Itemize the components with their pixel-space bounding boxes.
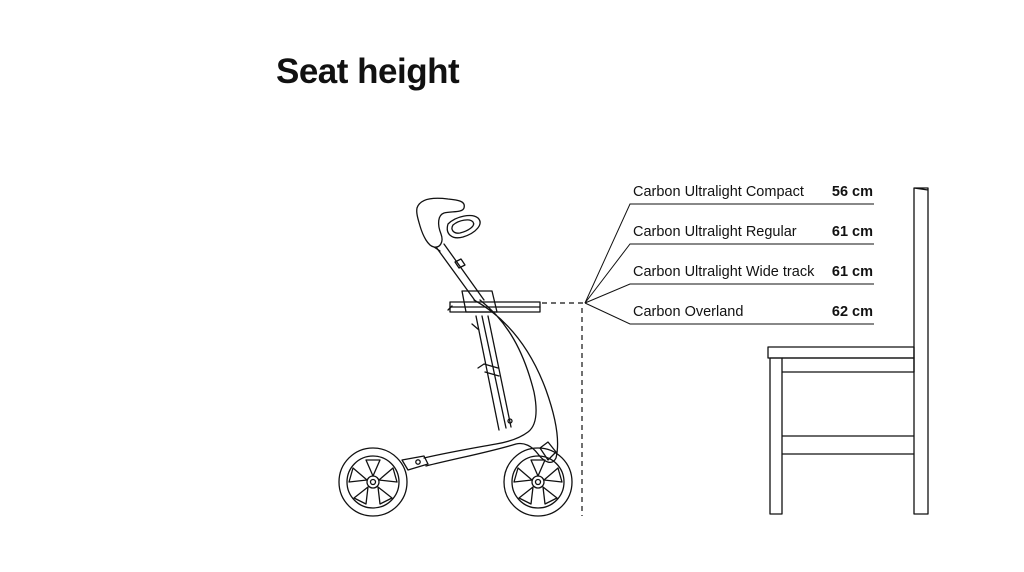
rear-axle-bracket: [401, 455, 429, 471]
spec-row: Carbon Ultralight Wide track 61 cm: [633, 262, 873, 282]
chair-stretcher: [782, 435, 914, 455]
post-clamp: [454, 258, 466, 269]
spec-row: Carbon Overland 62 cm: [633, 302, 873, 322]
handle-grip: [416, 197, 481, 252]
spec-row: Carbon Ultralight Regular 61 cm: [633, 222, 873, 242]
main-frame: [423, 299, 559, 467]
chair-apron: [782, 357, 915, 373]
spec-value: 61 cm: [831, 224, 873, 240]
spec-name: Carbon Overland: [633, 304, 744, 320]
leader-line-1: [584, 203, 874, 304]
spec-value: 61 cm: [831, 264, 873, 280]
page-title: Seat height: [276, 52, 460, 91]
spec-value: 56 cm: [831, 184, 873, 200]
spec-name: Carbon Ultralight Regular: [633, 224, 797, 240]
chair-backrest: [913, 187, 929, 515]
leader-line-2: [584, 243, 874, 304]
spec-row: Carbon Ultralight Compact 56 cm: [633, 182, 873, 202]
leader-line-3: [584, 283, 874, 304]
front-fork: [539, 441, 557, 461]
frame-bolt: [507, 418, 513, 424]
front-wheel: [503, 447, 573, 517]
rear-wheel: [338, 447, 408, 517]
spec-value: 62 cm: [831, 304, 873, 320]
chair-seat: [767, 346, 915, 359]
spec-name: Carbon Ultralight Compact: [633, 184, 804, 200]
handle-post: [435, 243, 485, 303]
inner-frame: [471, 315, 512, 431]
chair-illustration: [767, 187, 929, 515]
chair-front-leg: [769, 357, 783, 515]
spec-name: Carbon Ultralight Wide track: [633, 264, 815, 280]
leader-line-4: [584, 302, 874, 325]
rollator-illustration: [338, 197, 573, 517]
walker-seat: [447, 290, 541, 313]
leader-lines: [584, 203, 874, 325]
height-measurement: [542, 302, 584, 516]
